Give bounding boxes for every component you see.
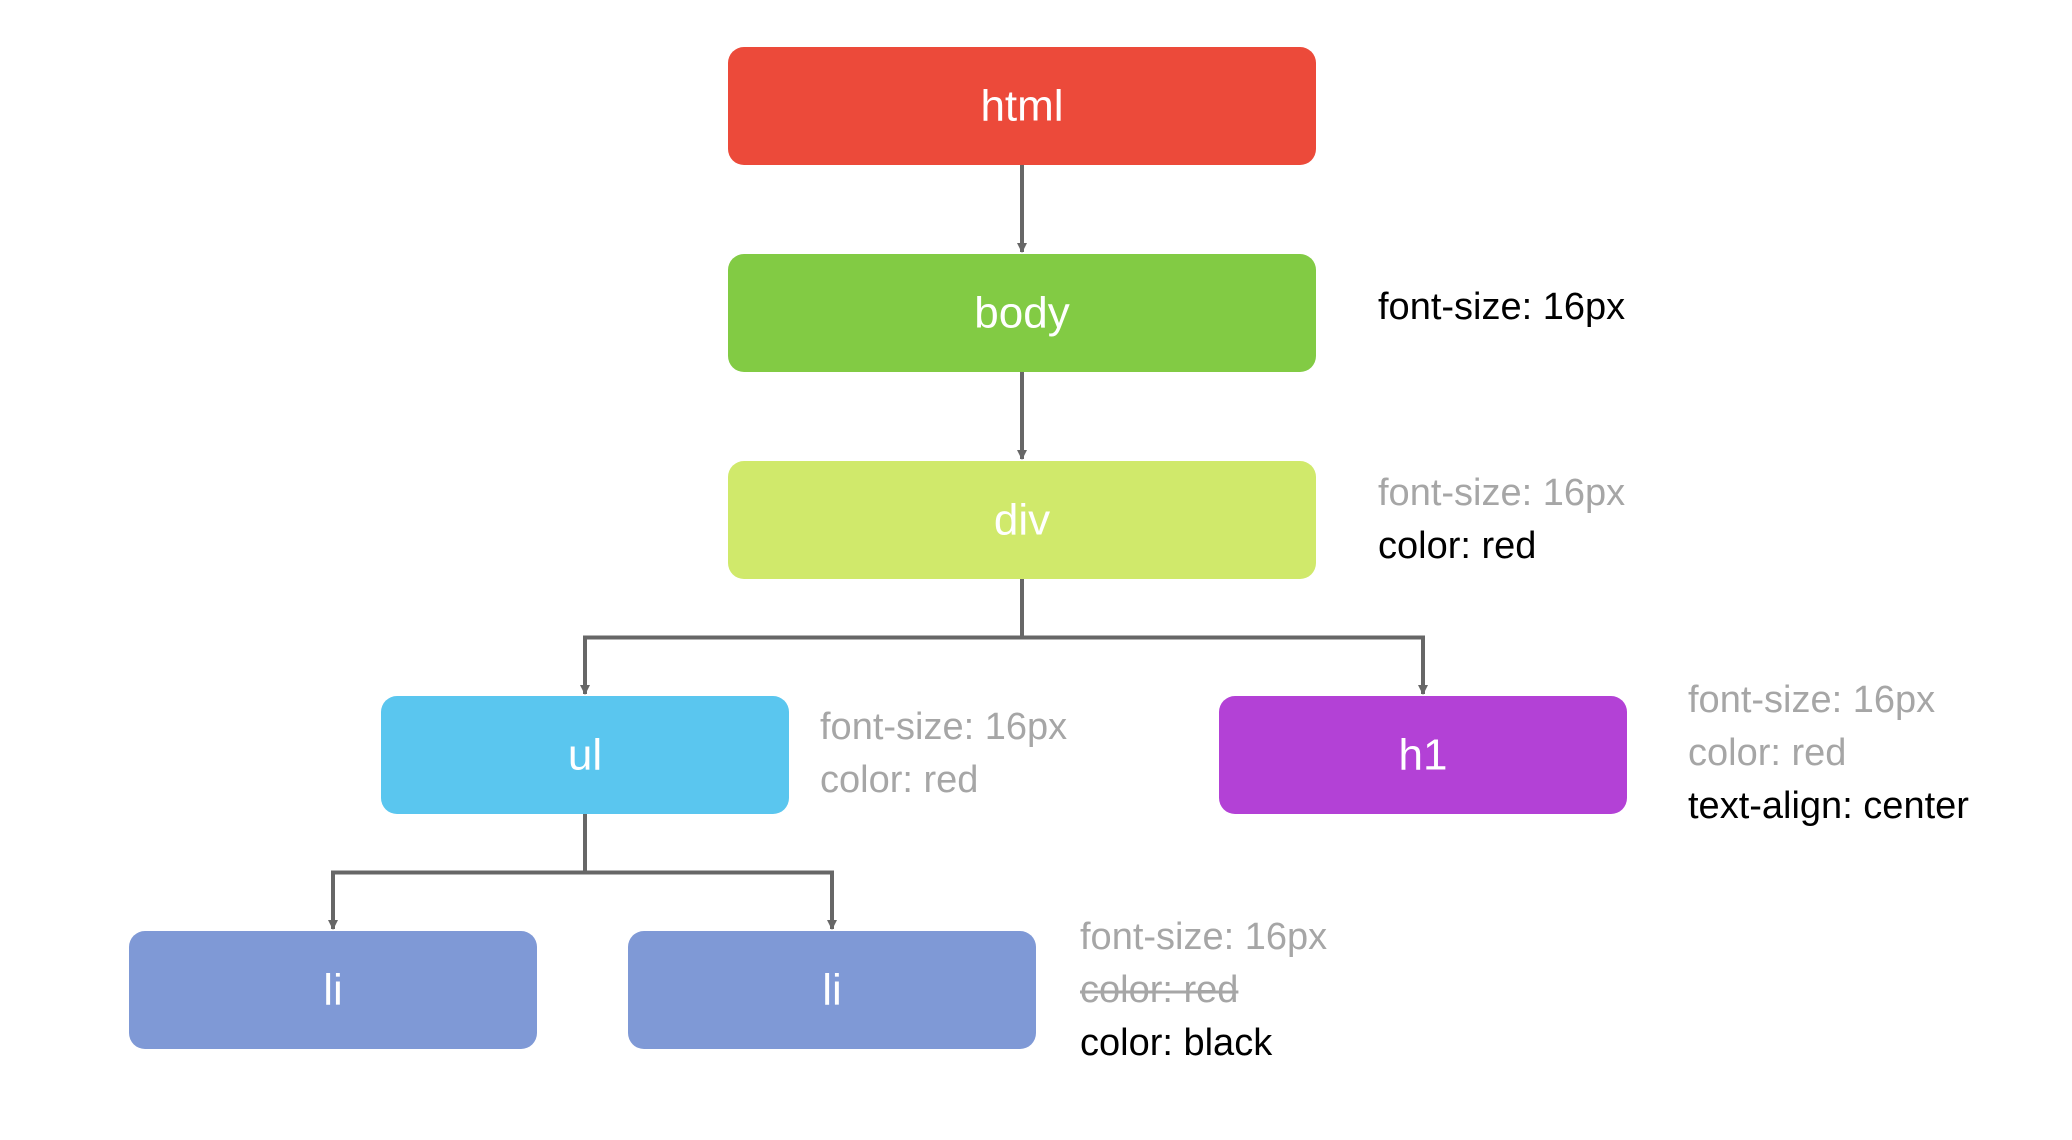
annotation-li-line-1: font-size: 16px <box>1080 916 1327 958</box>
edge-div-to-h1 <box>1022 635 1428 695</box>
node-li-right-label: li <box>822 966 842 1015</box>
node-li-right-box <box>628 931 1036 1049</box>
edge-div-to-ul <box>580 635 1022 695</box>
node-ul-box <box>381 696 789 814</box>
node-div-box <box>728 461 1316 579</box>
node-h1-label: h1 <box>1399 731 1448 780</box>
node-body-label: body <box>974 289 1069 338</box>
annotation-ul-line-1: font-size: 16px <box>820 706 1067 748</box>
node-div: div <box>728 461 1316 579</box>
annotation-h1-line-3: text-align: center <box>1688 785 1969 827</box>
annotations-layer: font-size: 16px font-size: 16px color: red… <box>820 286 1969 1064</box>
annotation-body-line-1: font-size: 16px <box>1378 286 1625 328</box>
node-html: html <box>728 47 1316 165</box>
annotation-div: font-size: 16px color: red <box>1378 472 1625 567</box>
annotation-ul-line-2: color: red <box>820 759 978 801</box>
annotation-div-line-1: font-size: 16px <box>1378 472 1625 514</box>
node-h1: h1 <box>1219 696 1627 814</box>
annotation-li-line-3: color: black <box>1080 1022 1273 1064</box>
node-body: body <box>728 254 1316 372</box>
node-ul-label: ul <box>568 731 602 780</box>
node-li-left: li <box>129 931 537 1049</box>
node-li-left-label: li <box>323 966 343 1015</box>
node-ul: ul <box>381 696 789 814</box>
nodes-layer: html body div ul h1 li li <box>129 47 1627 1049</box>
node-html-label: html <box>980 82 1063 131</box>
node-div-label: div <box>994 496 1050 545</box>
annotation-h1-line-2: color: red <box>1688 732 1846 774</box>
node-li-right: li <box>628 931 1036 1049</box>
edge-ul-to-li_left <box>328 870 585 930</box>
annotation-h1-line-1: font-size: 16px <box>1688 679 1935 721</box>
annotation-ul: font-size: 16px color: red <box>820 706 1067 801</box>
annotation-li: font-size: 16px color: red color: black <box>1080 916 1327 1064</box>
annotation-h1: font-size: 16px color: red text-align: cen… <box>1688 679 1969 827</box>
node-li-left-box <box>129 931 537 1049</box>
node-html-box <box>728 47 1316 165</box>
node-body-box <box>728 254 1316 372</box>
annotation-div-line-2: color: red <box>1378 525 1536 567</box>
edges-layer <box>328 165 1428 930</box>
edge-ul-to-li_right <box>585 870 837 930</box>
annotation-body: font-size: 16px <box>1378 286 1625 328</box>
annotation-li-line-2: color: red <box>1080 969 1238 1011</box>
node-h1-box <box>1219 696 1627 814</box>
